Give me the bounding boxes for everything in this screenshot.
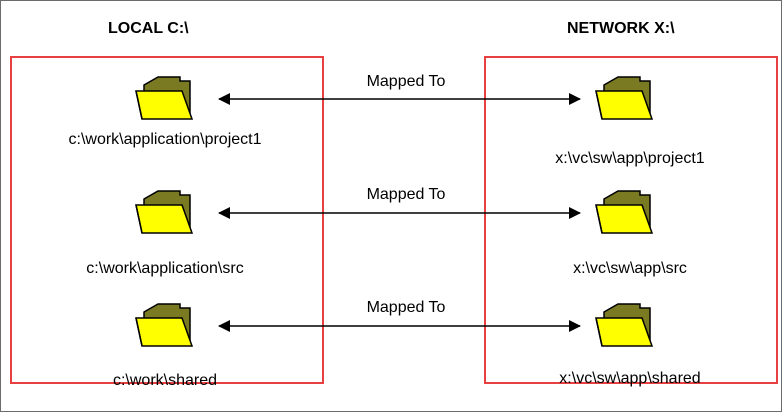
- network-drive-panel: [484, 56, 778, 384]
- folder-icon: [134, 73, 196, 125]
- folder-icon: [134, 187, 196, 239]
- network-folder-path: x:\vc\sw\app\project1: [555, 150, 705, 167]
- mapping-label-2: Mapped To: [366, 186, 446, 203]
- local-drive-heading: LOCAL C:\: [108, 20, 189, 37]
- folder-icon: [594, 187, 656, 239]
- mapping-label-3: Mapped To: [366, 299, 446, 316]
- network-folder-path: x:\vc\sw\app\shared: [559, 370, 701, 387]
- local-drive-panel: [10, 56, 324, 384]
- folder-icon: [134, 300, 196, 352]
- network-drive-heading: NETWORK X:\: [567, 20, 675, 37]
- mapping-label-1: Mapped To: [366, 73, 446, 90]
- folder-icon: [594, 300, 656, 352]
- local-folder-path: c:\work\shared: [112, 372, 218, 389]
- folder-icon: [594, 73, 656, 125]
- local-folder-path: c:\work\application\src: [86, 260, 244, 277]
- local-folder-path: c:\work\application\project1: [68, 131, 262, 148]
- network-folder-path: x:\vc\sw\app\src: [573, 260, 687, 277]
